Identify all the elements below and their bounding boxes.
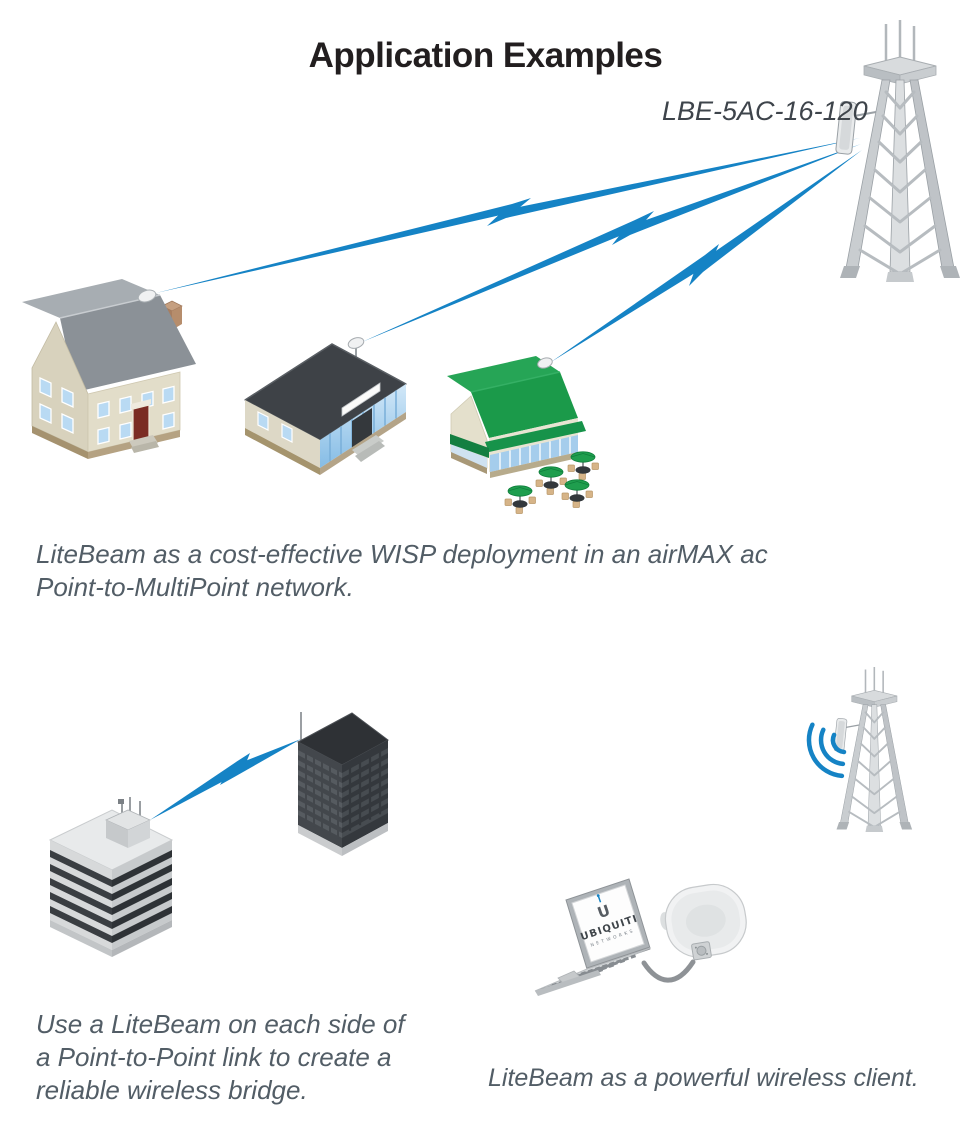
litebeam-dish-cafe (537, 357, 553, 369)
ptp-caption: Use a LiteBeam on each side of a Point-t… (36, 1008, 405, 1107)
wireless-link-bolt-office (362, 144, 861, 342)
client-scene: U UBIQUITI NETWORKS (534, 666, 914, 996)
office-building-illustration (244, 337, 407, 475)
client-tower-illustration (832, 666, 914, 834)
dark-building-illustration (296, 712, 389, 856)
ptp-caption-line3: reliable wireless bridge. (36, 1075, 308, 1105)
ptmp-scene (22, 18, 962, 515)
device-model-label: LBE-5AC-16-120 (662, 96, 868, 126)
wireless-link-bolt-cafe (551, 150, 862, 362)
ptp-scene (48, 712, 389, 957)
ptp-caption-line1: Use a LiteBeam on each side of (36, 1009, 405, 1039)
cafe-building-illustration (447, 356, 600, 515)
litebeam-antenna-illustration (660, 883, 747, 961)
ptmp-caption: LiteBeam as a cost-effective WISP deploy… (36, 538, 768, 604)
client-caption: LiteBeam as a powerful wireless client. (488, 1064, 919, 1092)
laptop-logo-letter: U (595, 901, 612, 922)
ptp-wireless-link-bolt (150, 739, 301, 820)
patio-table (561, 479, 594, 509)
ptmp-caption-line1: LiteBeam as a cost-effective WISP deploy… (36, 539, 768, 569)
patio-table (504, 485, 537, 515)
ptp-caption-line2: a Point-to-Point link to create a (36, 1042, 392, 1072)
patio-table (535, 466, 568, 496)
striped-building-illustration (48, 797, 174, 957)
ethernet-cable (641, 959, 696, 983)
house-illustration (22, 279, 196, 459)
wireless-link-bolt-house (156, 138, 860, 293)
litebeam-dish-house (137, 289, 157, 303)
laptop-illustration: U UBIQUITI NETWORKS (534, 878, 651, 996)
ptmp-caption-line2: Point-to-MultiPoint network. (36, 572, 354, 602)
patio-table (567, 451, 600, 481)
wifi-signal-icon (806, 722, 847, 779)
litebeam-dish-office (347, 337, 365, 349)
page-title: Application Examples (308, 36, 663, 75)
